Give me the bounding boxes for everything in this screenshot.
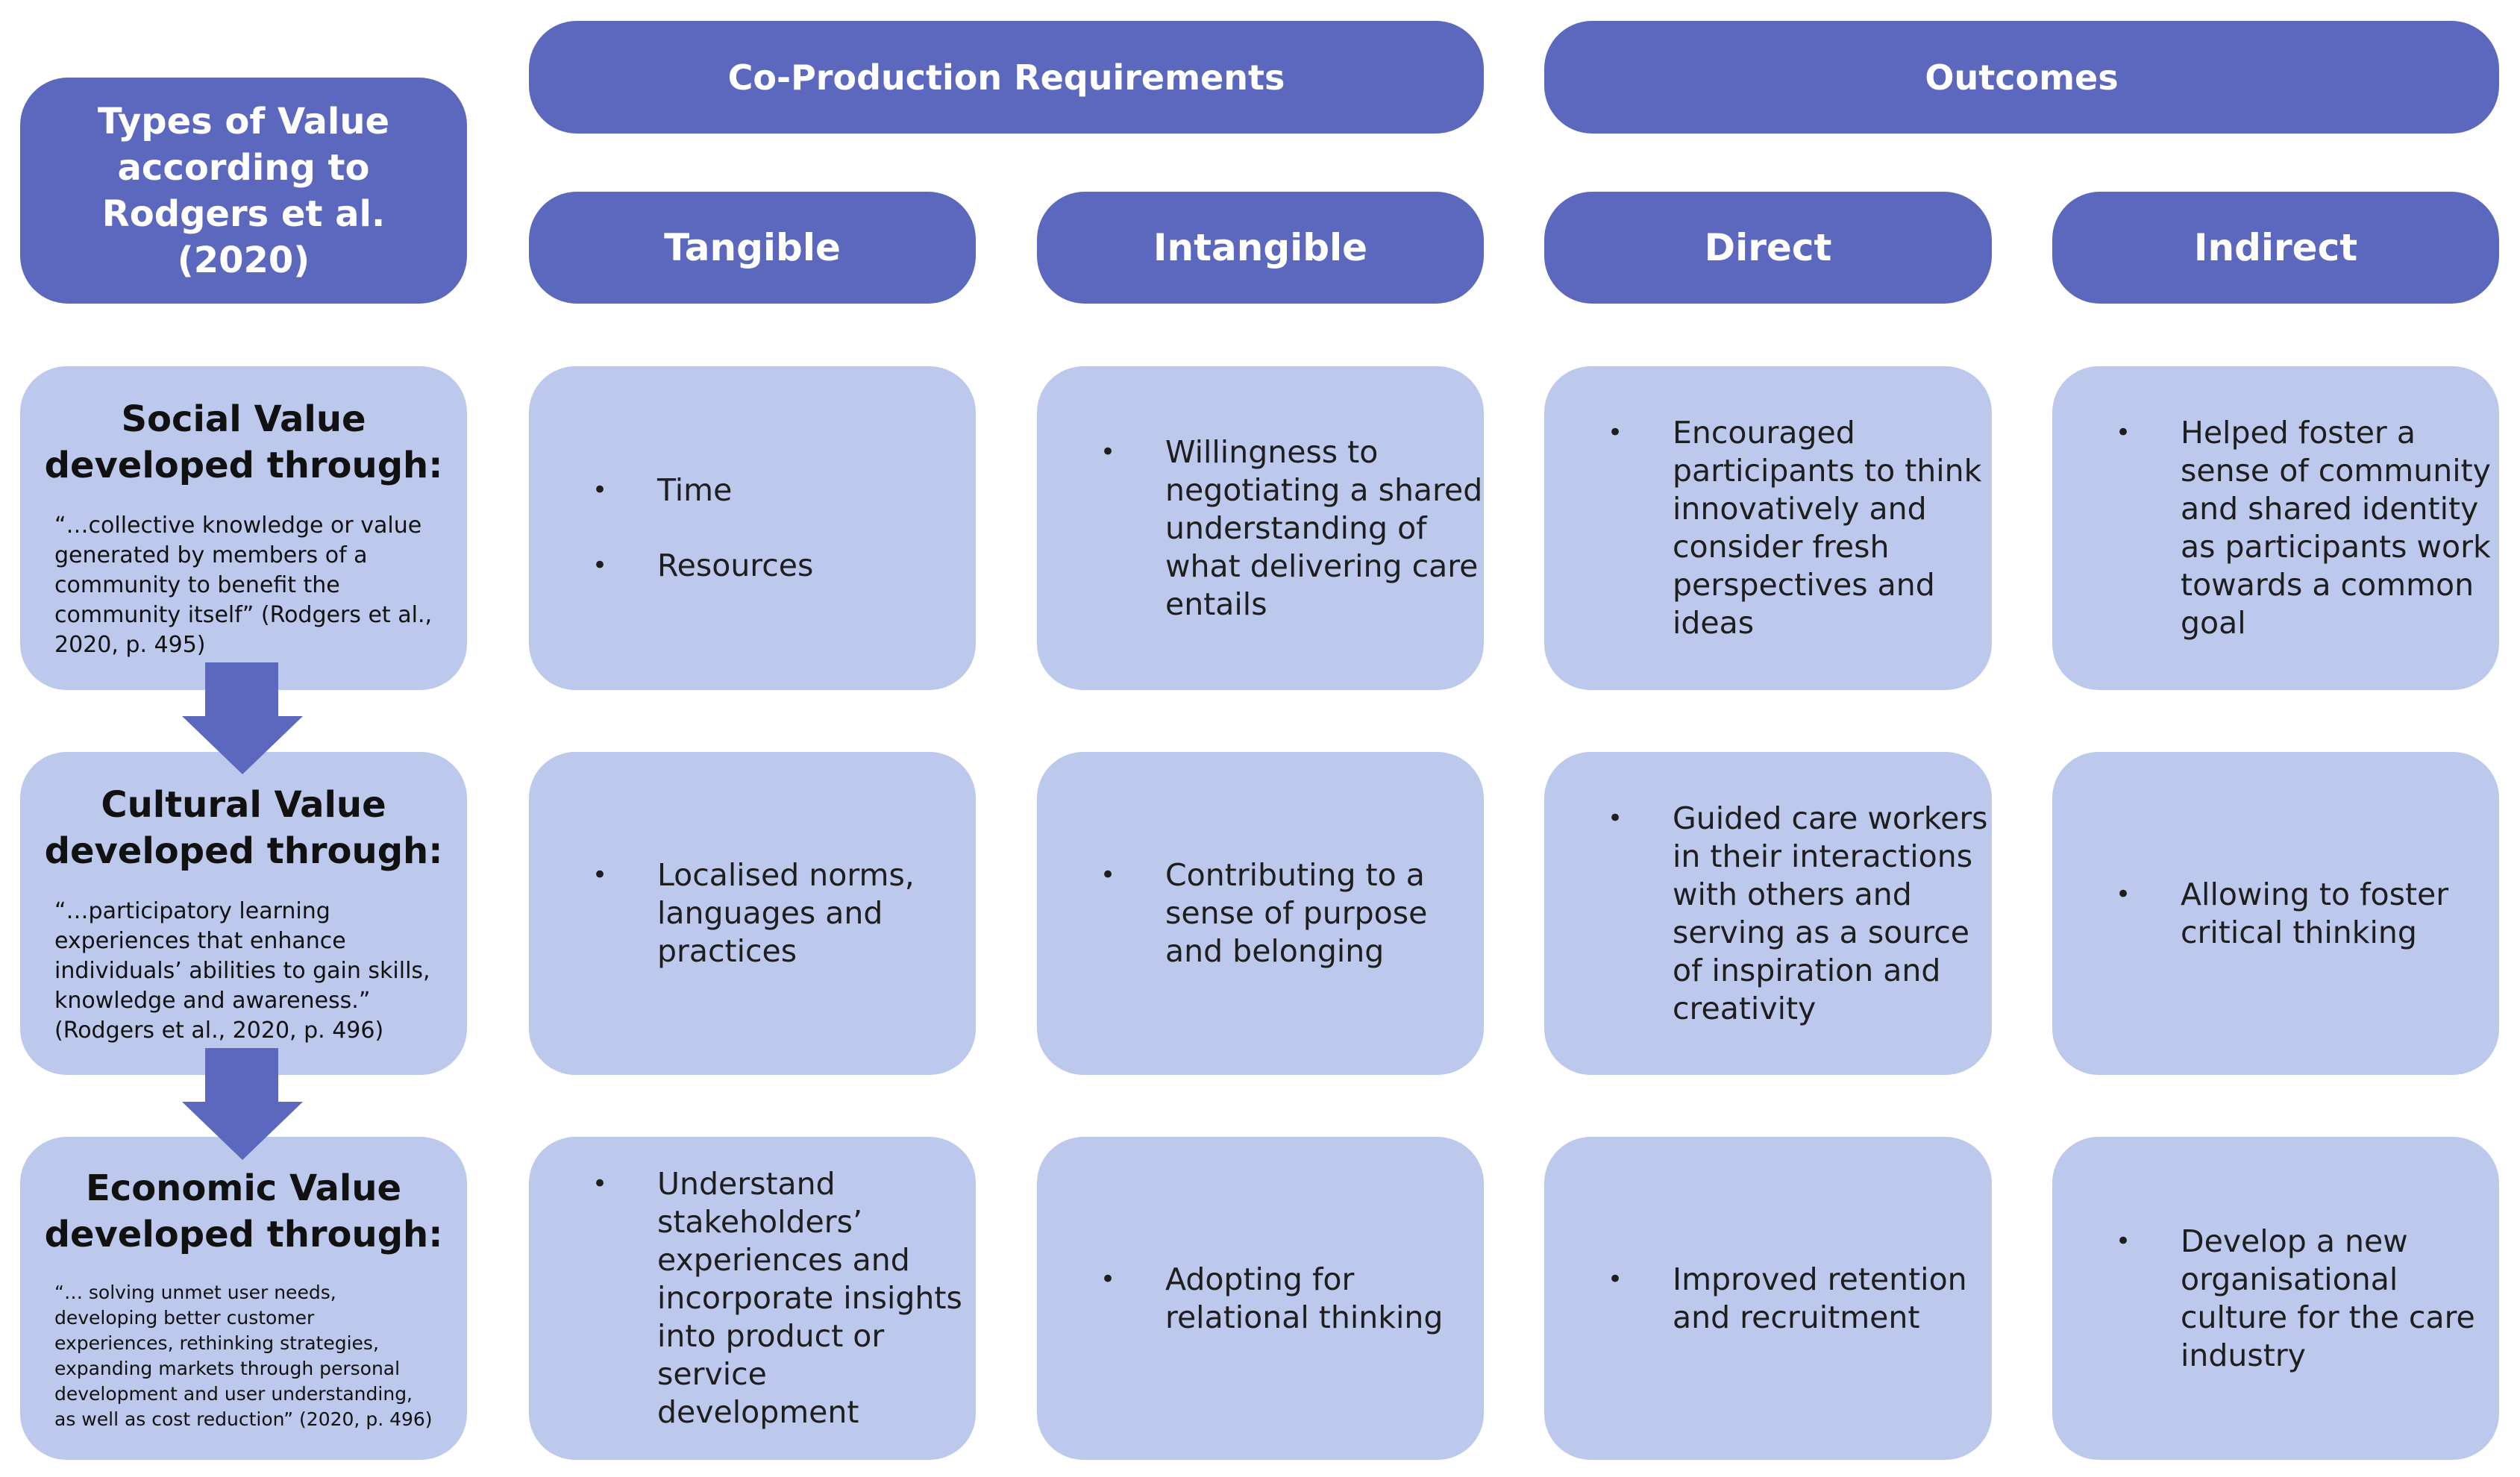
types-of-value-header: Types of Value according to Rodgers et a… (20, 78, 467, 304)
economic-indirect-cell: Develop a new organisational culture for… (2052, 1137, 2499, 1460)
economic-value-title: Economic Value developed through: (44, 1167, 443, 1255)
economic-value-box: Economic Value developed through: “… sol… (20, 1137, 467, 1460)
list-item: Time (592, 471, 976, 509)
economic-value-quote: “… solving unmet user needs, developing … (54, 1281, 433, 1430)
list-item: Understand stakeholders’ experiences and… (592, 1165, 976, 1431)
economic-indirect-list: Develop a new organisational culture for… (2052, 1223, 2499, 1375)
social-tangible-list: Time Resources (529, 471, 976, 585)
social-intangible-cell: Willingness to negotiating a shared unde… (1037, 366, 1484, 690)
cultural-value-box: Cultural Value developed through: “…part… (20, 752, 467, 1075)
cultural-indirect-list: Allowing to foster critical thinking (2052, 876, 2499, 952)
indirect-header-label: Indirect (2193, 226, 2358, 269)
coproduction-requirements-header: Co-Production Requirements (529, 21, 1484, 134)
direct-header: Direct (1544, 192, 1992, 304)
list-item: Helped foster a sense of community and s… (2116, 414, 2499, 642)
cultural-intangible-cell: Contributing to a sense of purpose and b… (1037, 752, 1484, 1075)
social-indirect-list: Helped foster a sense of community and s… (2052, 414, 2499, 642)
cultural-value-quote: “…participatory learning experiences tha… (54, 897, 430, 1044)
list-item: Encouraged participants to think innovat… (1608, 414, 1992, 642)
social-indirect-cell: Helped foster a sense of community and s… (2052, 366, 2499, 690)
types-of-value-label: Types of Value according to Rodgers et a… (97, 100, 390, 281)
indirect-header: Indirect (2052, 192, 2499, 304)
economic-direct-list: Improved retention and recruitment (1544, 1261, 1992, 1337)
social-direct-list: Encouraged participants to think innovat… (1544, 414, 1992, 642)
list-item: Develop a new organisational culture for… (2116, 1223, 2499, 1375)
list-item: Resources (592, 547, 976, 585)
outcomes-header-label: Outcomes (1925, 57, 2119, 98)
cultural-value-title: Cultural Value developed through: (44, 783, 443, 872)
economic-intangible-list: Adopting for relational thinking (1037, 1261, 1484, 1337)
list-item: Adopting for relational thinking (1100, 1261, 1484, 1337)
cultural-intangible-list: Contributing to a sense of purpose and b… (1037, 856, 1484, 970)
social-intangible-list: Willingness to negotiating a shared unde… (1037, 433, 1484, 624)
down-arrow-shape (182, 662, 303, 774)
economic-intangible-cell: Adopting for relational thinking (1037, 1137, 1484, 1460)
list-item: Allowing to foster critical thinking (2116, 876, 2499, 952)
cultural-indirect-cell: Allowing to foster critical thinking (2052, 752, 2499, 1075)
down-arrow-shape (182, 1048, 303, 1160)
social-value-box: Social Value developed through: “…collec… (20, 366, 467, 690)
cultural-tangible-list: Localised norms, languages and practices (529, 856, 976, 970)
intangible-header-label: Intangible (1153, 226, 1368, 269)
tangible-header: Tangible (529, 192, 976, 304)
cultural-tangible-cell: Localised norms, languages and practices (529, 752, 976, 1075)
social-value-quote: “…collective knowledge or value generate… (54, 512, 433, 658)
economic-tangible-cell: Understand stakeholders’ experiences and… (529, 1137, 976, 1460)
economic-tangible-list: Understand stakeholders’ experiences and… (529, 1165, 976, 1431)
list-item: Contributing to a sense of purpose and b… (1100, 856, 1484, 970)
direct-header-label: Direct (1704, 226, 1832, 269)
list-item: Localised norms, languages and practices (592, 856, 976, 970)
list-item: Willingness to negotiating a shared unde… (1100, 433, 1484, 624)
intangible-header: Intangible (1037, 192, 1484, 304)
social-tangible-cell: Time Resources (529, 366, 976, 690)
down-arrow-icon (182, 662, 303, 774)
list-item: Improved retention and recruitment (1608, 1261, 1992, 1337)
cultural-direct-cell: Guided care workers in their interaction… (1544, 752, 1992, 1075)
down-arrow-icon (182, 1048, 303, 1160)
list-item: Guided care workers in their interaction… (1608, 800, 1992, 1028)
social-direct-cell: Encouraged participants to think innovat… (1544, 366, 1992, 690)
tangible-header-label: Tangible (664, 226, 841, 269)
economic-direct-cell: Improved retention and recruitment (1544, 1137, 1992, 1460)
outcomes-header: Outcomes (1544, 21, 2499, 134)
coproduction-header-label: Co-Production Requirements (727, 57, 1285, 98)
social-value-title: Social Value developed through: (44, 398, 443, 486)
cultural-direct-list: Guided care workers in their interaction… (1544, 800, 1992, 1028)
